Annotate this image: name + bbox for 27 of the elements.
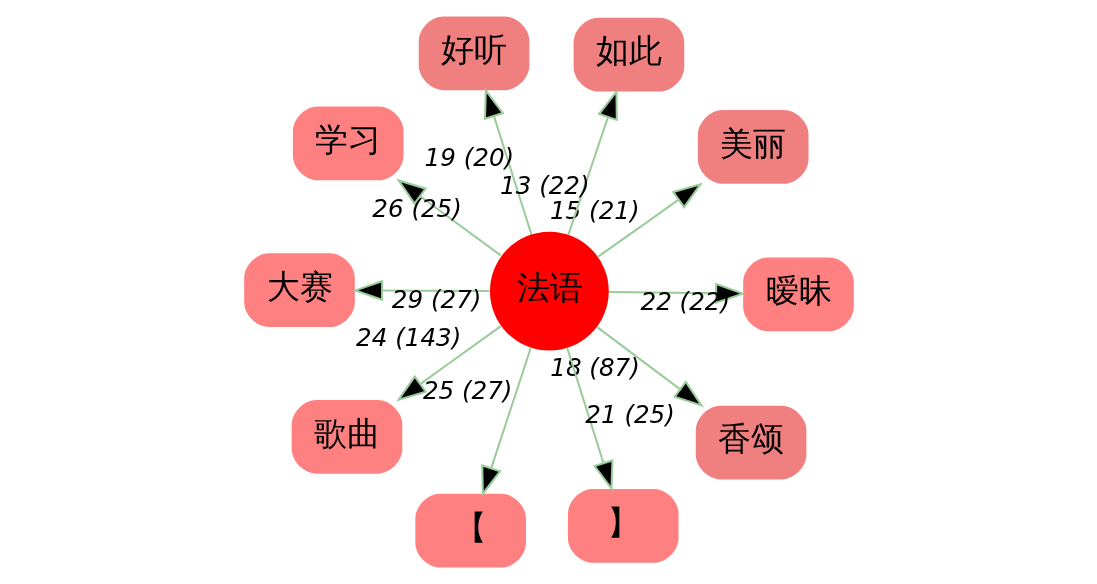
edge-label: 19 (20) — [424, 143, 514, 173]
arrow — [596, 326, 704, 408]
node-circle: 法语 — [489, 231, 609, 351]
node-box: 好听 — [418, 16, 529, 91]
arrow — [565, 347, 613, 492]
node-box: 大赛 — [243, 253, 355, 328]
arrow — [395, 178, 501, 257]
edge-label: 21 (25) — [584, 399, 675, 429]
edge-label: 26 (25) — [371, 193, 462, 223]
edge-label: 18 (87) — [549, 352, 640, 382]
node-box: 暧昧 — [742, 257, 854, 332]
node-box: 香颂 — [695, 405, 806, 480]
edge-label: 25 (27) — [422, 376, 512, 405]
edge-label: 13 (22) — [499, 170, 590, 200]
edge-label: 29 (27) — [391, 285, 481, 315]
node-box: 学习 — [292, 106, 404, 181]
node-box: 】 — [567, 489, 679, 563]
arrow — [483, 87, 532, 235]
node-box: 如此 — [573, 17, 684, 92]
edge-label: 24 (143) — [355, 323, 461, 353]
node-box: 【 — [414, 493, 526, 568]
arrow — [480, 347, 532, 497]
node-box: 美丽 — [697, 110, 808, 184]
arrow — [395, 325, 501, 402]
arrow — [597, 182, 703, 258]
arrow — [566, 88, 618, 235]
node-box: 歌曲 — [291, 399, 402, 474]
